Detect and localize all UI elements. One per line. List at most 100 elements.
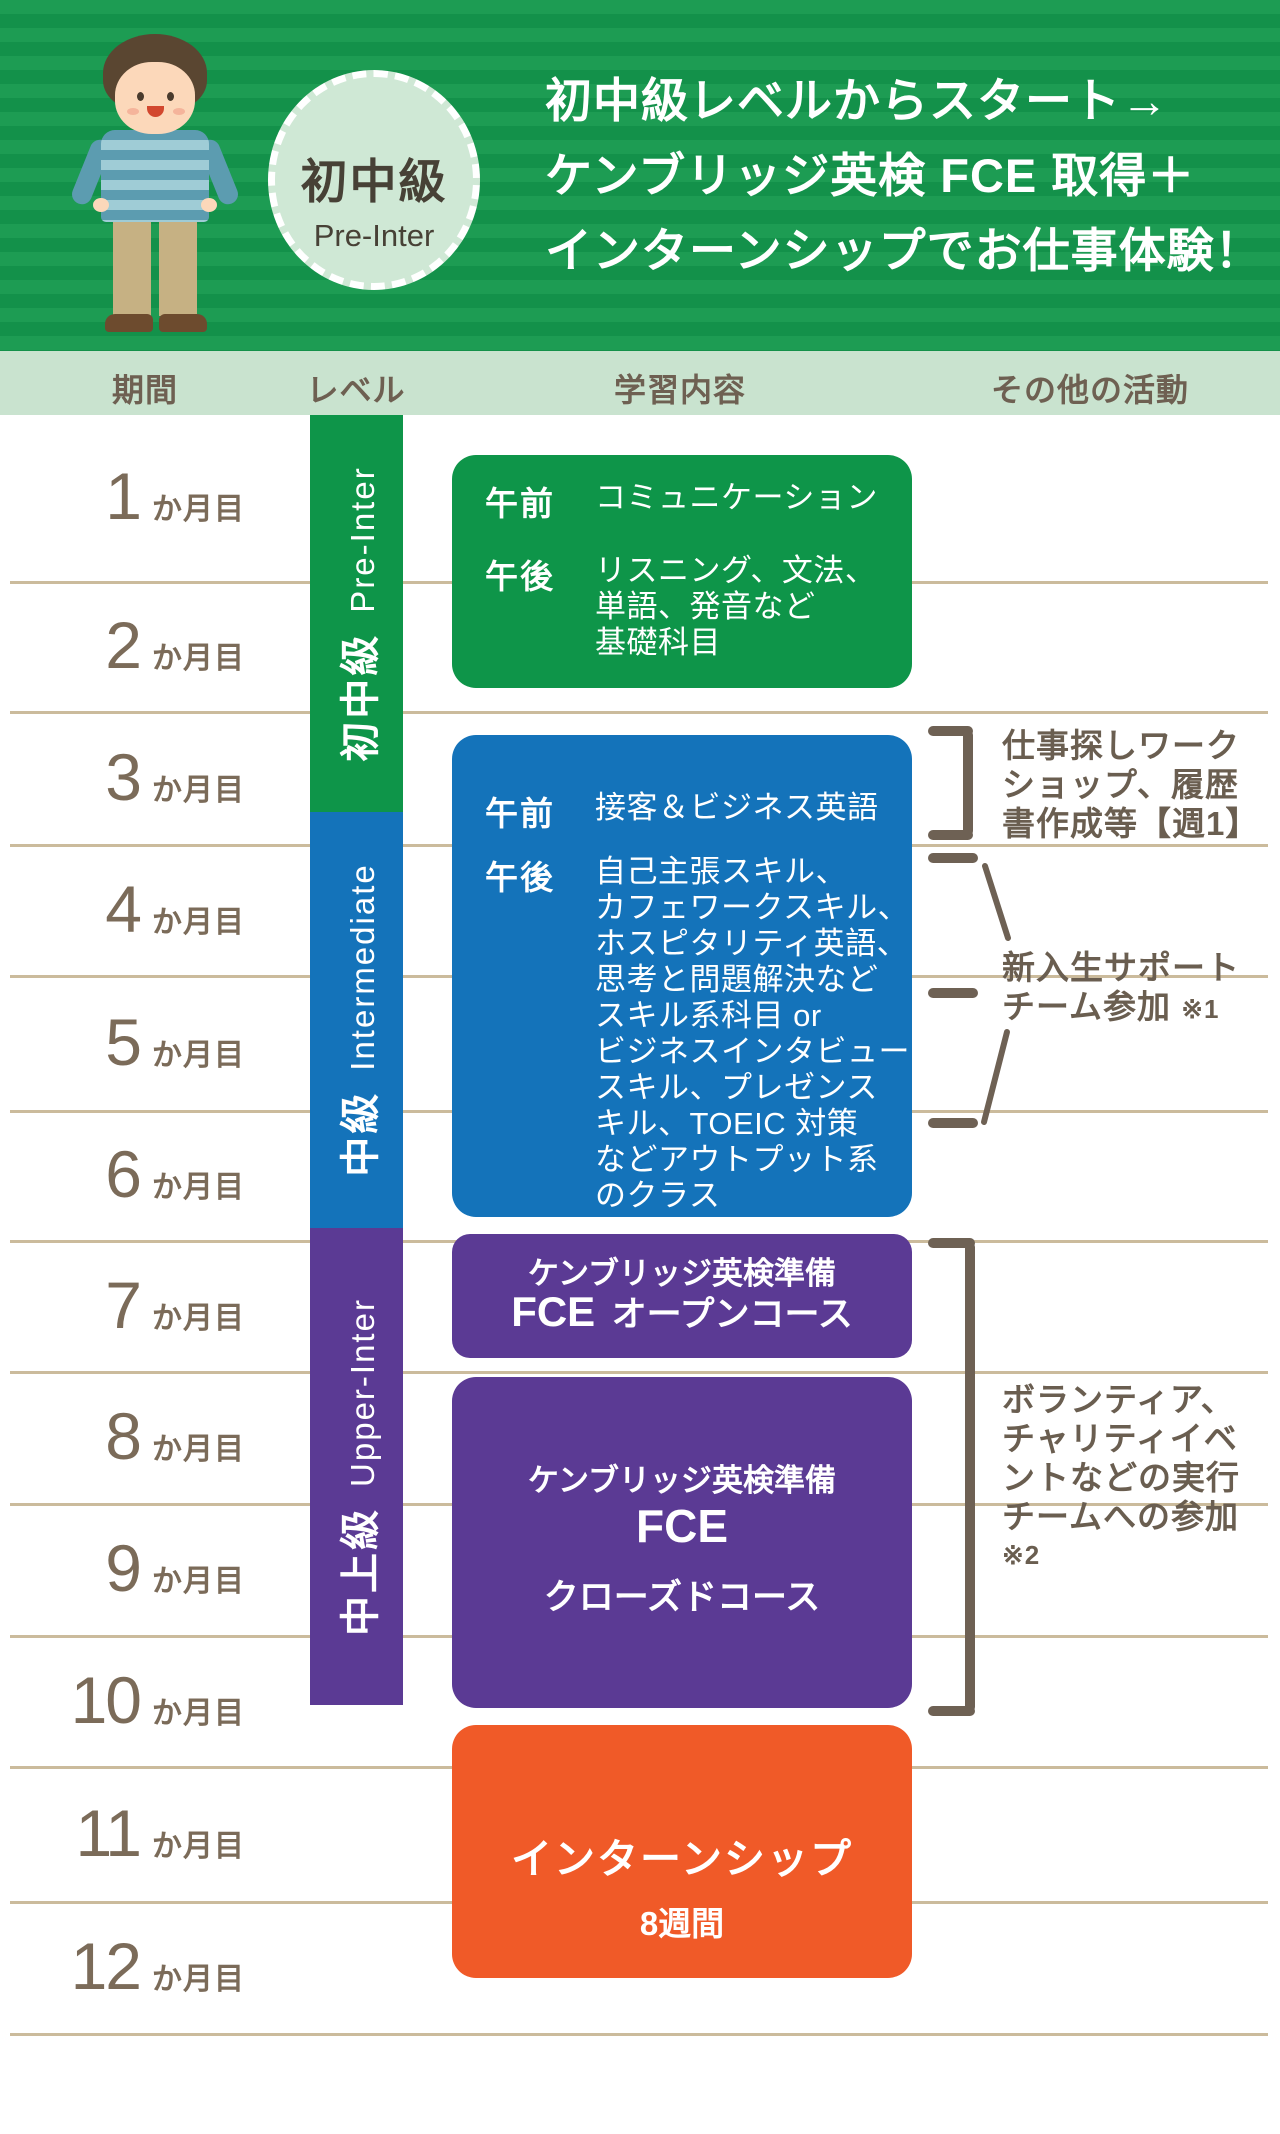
tick-month6 [928,1118,978,1128]
pm-label: 午後 [485,859,555,896]
pm-label: 午後 [485,558,555,595]
month-suffix: か月目 [152,493,245,526]
tick-month5 [928,988,978,998]
tick-month4 [928,853,978,863]
course-box-fce-open: ケンブリッジ英検準備 FCE オープンコース [452,1234,912,1358]
title-line-1: 初中級レベルからスタート→ [545,74,1169,127]
connector-lines [981,863,1011,1125]
internship-duration: 8週間 [639,1905,725,1942]
course-box-foundation: 午前 コミュニケーション 午後 リスニング、文法、 単語、発音など 基礎科目 [452,455,912,688]
month-number: 9 [105,1531,142,1605]
boy-face [115,62,195,134]
month-suffix: か月目 [152,1433,245,1466]
month-number: 8 [105,1399,142,1473]
month-suffix: か月目 [152,774,245,807]
column-header-curriculum: 学習内容 [613,372,747,408]
level-bar-intermediate: 中級 Intermediate [310,812,403,1228]
month-suffix: か月目 [152,1697,245,1730]
boy-mouth [147,106,164,117]
footnote-ref-1: ※1 [1181,994,1220,1024]
pm-text: リスニング、文法、 単語、発音など 基礎科目 [595,553,877,660]
month-number: 5 [105,1005,142,1079]
title-line-2: ケンブリッジ英検 FCE 取得＋ [545,149,1196,202]
month-suffix: か月目 [152,1302,245,1335]
level-en: Upper-Inter [343,1297,381,1487]
boy-shoe [159,314,207,332]
course-box-skills: 午前 接客＆ビジネス英語 午後 自己主張スキル、 カフェワークスキル、 ホスピタ… [452,735,912,1217]
title-line-3: インターンシップでお仕事体験！ [545,224,1263,277]
level-jp: 中級 [338,1090,383,1177]
month-suffix: か月目 [152,1171,245,1204]
grid-line [10,1371,1268,1374]
footnote-ref-2: ※2 [1002,1540,1041,1570]
boy-sweater [101,130,209,222]
level-bar-pre-intermediate: 初中級Pre-Inter [310,415,403,812]
boy-blush [173,108,185,115]
boy-blush [127,108,139,115]
bracket-month3 [928,726,973,840]
column-header-band: 期間 レベル 学習内容 その他の活動 [0,351,1280,415]
fce-closed-name: クローズドコース [543,1578,821,1617]
month-number: 6 [105,1137,142,1211]
am-text: 接客＆ビジネス英語 [595,790,879,825]
badge-level: 初中級 [300,155,448,208]
pm-text: 自己主張スキル、 カフェワークスキル、 ホスピタリティ英語、 思考と問題解決など… [595,854,910,1213]
boy-shoe [105,314,153,332]
month-number: 11 [75,1796,142,1870]
month-suffix: か月目 [152,906,245,939]
month-number: 7 [105,1268,142,1342]
page-title: 初中級レベルからスタート→ ケンブリッジ英検 FCE 取得＋ インターンシップで… [545,63,1263,288]
fce-closed-header: ケンブリッジ英検準備 [527,1463,837,1498]
month-number: 2 [105,608,142,682]
student-illustration [65,30,245,348]
column-header-level: レベル [306,372,406,408]
annotation-job-workshop: 仕事探しワーク ショップ、履歴 書作成等【週1】 [1002,727,1260,842]
column-header-period: 期間 [111,372,179,408]
fce-acronym: FCE [511,1288,596,1335]
level-badge: 初中級 Pre-Inter [268,70,480,290]
level-bar-upper-intermediate: 中上級 Upper-Inter [310,1228,403,1705]
grid-line [10,711,1268,714]
annotation-support-team: 新入生サポート チーム参加 ※1 [1002,949,1240,1025]
month-number: 3 [105,740,142,814]
boy-hand [201,198,217,212]
am-text: コミュニケーション [595,480,878,515]
fce-open-name: オープンコース [611,1295,853,1334]
course-box-internship: インターンシップ 8週間 [452,1725,912,1978]
month-suffix: か月目 [152,1565,245,1598]
level-en: Intermediate [343,863,381,1071]
column-header-other: その他の活動 [990,372,1190,408]
course-box-fce-closed: ケンブリッジ英検準備 FCE クローズドコース [452,1377,912,1708]
internship-title: インターンシップ [511,1836,853,1882]
badge-sublevel: Pre-Inter [313,218,435,253]
month-number: 10 [70,1663,142,1737]
month-number: 4 [105,872,142,946]
am-label: 午前 [485,795,555,832]
boy-leg [159,220,197,316]
annotation-volunteer: ボランティア、 チャリティイベ ントなどの実行 チームへの参加 ※2 [1002,1380,1240,1575]
level-en: Pre-Inter [343,465,381,613]
boy-hand [93,198,109,212]
month-number: 12 [70,1929,142,2003]
month-suffix: か月目 [152,1963,245,1996]
bracket-months7-10 [928,1238,975,1716]
boy-leg [113,220,151,316]
am-label: 午前 [485,485,555,522]
month-suffix: か月目 [152,1039,245,1072]
banner: 初中級 Pre-Inter 初中級レベルからスタート→ ケンブリッジ英検 FCE… [0,0,1280,351]
month-suffix: か月目 [152,1830,245,1863]
fce-open-header: ケンブリッジ英検準備 [527,1256,837,1291]
month-number: 1 [105,459,142,533]
level-jp: 中上級 [338,1506,383,1636]
boy-eye [137,92,144,101]
